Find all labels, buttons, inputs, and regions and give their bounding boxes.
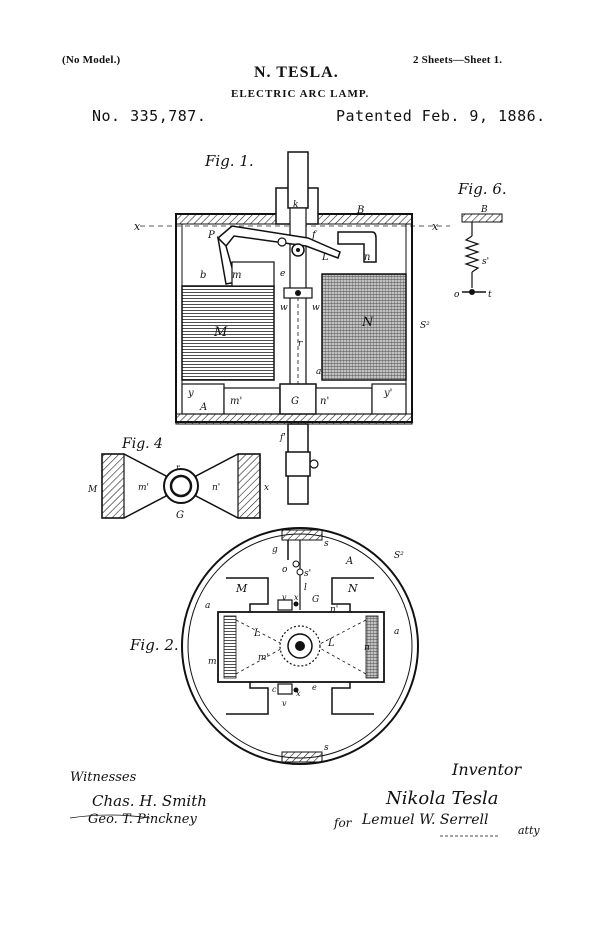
label-m-prime-fig1: m' (230, 396, 242, 407)
figure-1-drawing (140, 151, 450, 505)
label-k: k (293, 200, 298, 210)
label-b: b (200, 270, 206, 281)
label-c: c (272, 685, 277, 694)
label-n-prime-fig2: n' (330, 605, 338, 615)
label-a-fig2-right: a (394, 627, 399, 637)
label-s-bottom: s (324, 743, 329, 753)
witness-signature-2: Geo. T. Pinckney (88, 812, 197, 827)
label-A-fig1: A (199, 402, 207, 413)
label-B-fig6: B (480, 205, 488, 215)
label-L-fig2-right: L (327, 638, 335, 649)
label-s-prime-fig2: s' (304, 569, 311, 579)
label-m-fig2: m (208, 657, 217, 667)
fig2-caption: Fig. 2. (129, 636, 179, 654)
label-G-fig2: G (312, 595, 319, 605)
patent-title: ELECTRIC ARC LAMP. (231, 88, 370, 100)
label-n-prime-fig4: n' (212, 483, 220, 493)
label-S2-fig1: S² (420, 321, 430, 331)
label-L-fig2-left: L (253, 628, 261, 639)
label-L-fig1: L (321, 252, 329, 263)
figure-2-drawing (181, 527, 419, 765)
label-o-fig6: o (454, 290, 460, 300)
label-n-prime-fig1: n' (320, 396, 329, 407)
label-s-prime: s' (482, 257, 489, 267)
label-l: l (304, 583, 307, 593)
label-f-prime: f' (279, 433, 286, 443)
label-m-fig1: m (232, 270, 241, 281)
fig1-caption: Fig. 1. (204, 152, 254, 170)
attorney-signature: Lemuel W. Serrell (362, 812, 489, 828)
inventor-heading: N. TESLA. (254, 64, 339, 81)
label-n-fig2: n (364, 643, 370, 653)
label-f: f (311, 230, 318, 241)
label-M-fig2: M (235, 582, 248, 595)
inventor-signature: Nikola Tesla (386, 788, 499, 809)
label-x-fig2-bottom: x (296, 689, 301, 698)
label-P: P (207, 230, 215, 241)
label-v: v (282, 593, 287, 602)
label-y-prime: y' (383, 388, 392, 399)
inventor-label: Inventor (452, 760, 522, 779)
label-v-bottom: v (282, 699, 287, 708)
fig4-caption: Fig. 4 (121, 436, 163, 452)
label-m-prime-fig2: m' (258, 653, 269, 663)
label-s-top: s (324, 539, 329, 549)
label-x-right: x (432, 220, 439, 233)
label-a-fig1: a (316, 367, 321, 377)
label-N-fig2: N (347, 582, 358, 595)
attorney-for: for (334, 816, 352, 830)
label-G-fig4: G (176, 510, 184, 521)
label-e-fig2: e (312, 683, 317, 692)
model-note: (No Model.) (62, 54, 121, 66)
witness-signature-1: Chas. H. Smith (92, 792, 207, 810)
label-w-right: w (312, 303, 320, 313)
label-S2-fig2: S² (394, 551, 404, 561)
label-G-fig1: G (291, 396, 299, 407)
label-M-fig1: M (213, 325, 228, 340)
label-w-left: w (280, 303, 288, 313)
label-x-fig2-top: x (294, 593, 299, 602)
figure-6-drawing (461, 213, 503, 295)
patent-date: Patented Feb. 9, 1886. (336, 107, 546, 125)
fig6-caption: Fig. 6. (457, 180, 507, 198)
label-x-left: x (134, 220, 141, 233)
label-y: y (187, 388, 194, 399)
attorney-suffix: atty (518, 824, 540, 837)
label-o-fig2: o (282, 565, 288, 575)
label-r-fig4: r (176, 463, 181, 472)
label-A-fig2-top: A (345, 556, 353, 567)
label-M-fig4: M (87, 485, 98, 495)
figure-4-drawing (101, 453, 261, 519)
label-x-fig4: x (264, 483, 269, 493)
label-a-fig2-left: a (205, 601, 210, 611)
patent-number: No. 335,787. (92, 107, 207, 125)
sheet-count: 2 Sheets—Sheet 1. (413, 54, 503, 66)
label-N-fig1: N (361, 315, 374, 330)
witnesses-label: Witnesses (70, 770, 137, 785)
label-t: t (488, 290, 492, 300)
label-r: r (298, 339, 303, 349)
label-g: g (272, 545, 278, 555)
label-B: B (356, 205, 364, 216)
label-n-fig1: n (364, 252, 370, 263)
label-e: e (280, 269, 285, 279)
label-m-prime-fig4: m' (138, 483, 149, 493)
